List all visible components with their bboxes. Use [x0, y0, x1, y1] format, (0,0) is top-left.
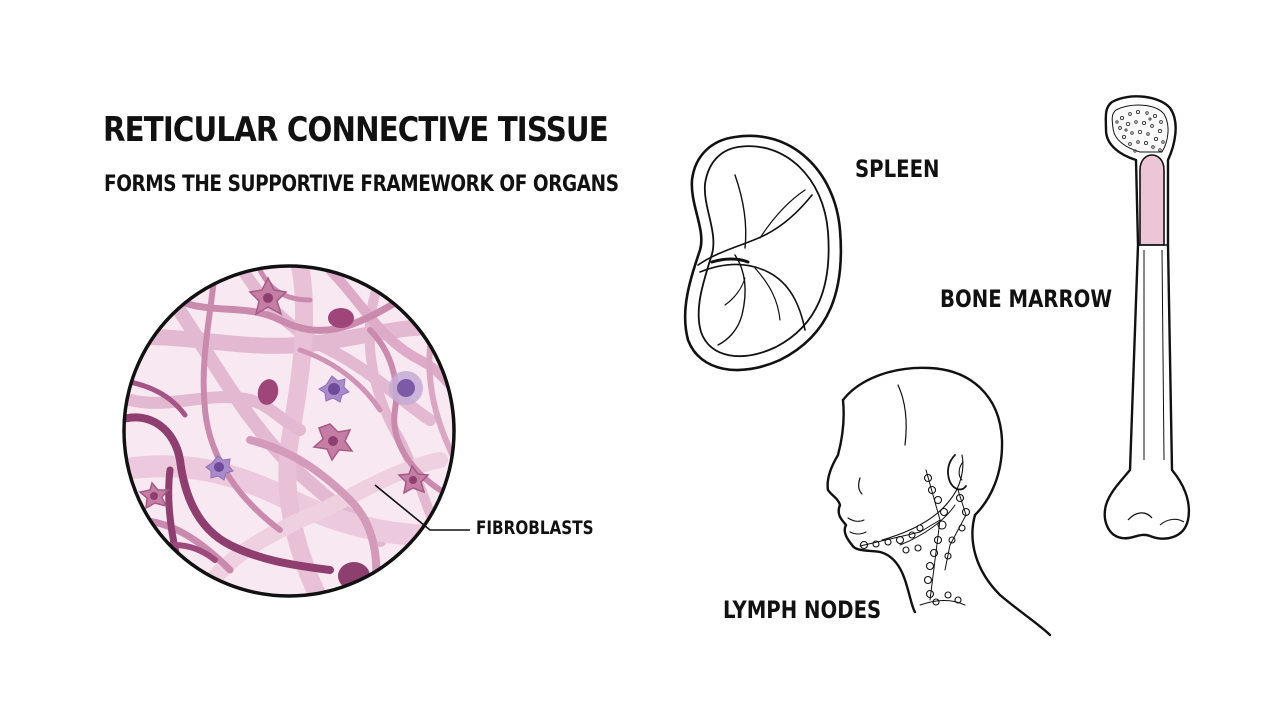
reticular-fibers-medium	[131, 267, 454, 594]
spongy-bone-pores	[1115, 109, 1165, 153]
bone-drawing	[1103, 95, 1191, 540]
cell-nucleus	[257, 379, 279, 405]
lymph-nodes-label: LYMPH NODES	[723, 596, 882, 624]
spleen-label: SPLEEN	[855, 155, 940, 183]
tissue-magnification-circle	[122, 264, 456, 598]
fibroblasts-pointer-line	[374, 484, 470, 531]
bone-marrow-label: BONE MARROW	[940, 285, 1113, 313]
fibroblast-cells	[138, 276, 430, 510]
lymphocyte-cells	[205, 371, 423, 481]
spleen-drawing	[683, 134, 843, 372]
bone-marrow-cavity	[1139, 154, 1165, 246]
head-lymph-nodes-drawing	[826, 366, 1052, 637]
page-title: RETICULAR CONNECTIVE TISSUE	[103, 110, 609, 150]
page-subtitle: FORMS THE SUPPORTIVE FRAMEWORK OF ORGANS	[104, 172, 619, 197]
fibroblasts-label: FIBROBLASTS	[476, 517, 594, 539]
cell-nucleus	[328, 308, 354, 328]
